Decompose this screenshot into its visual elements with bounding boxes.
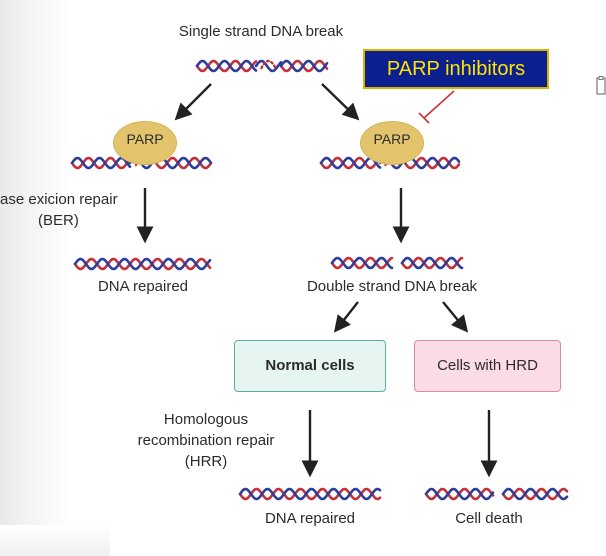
arrow-to-hrd-cells — [442, 301, 469, 333]
hrd-cells-box: Cells with HRD — [414, 340, 561, 392]
ber-label-line2: (BER) — [38, 212, 79, 229]
clipboard-icon — [596, 76, 606, 95]
hrr-label-line1: Homologous — [163, 411, 249, 428]
hrr-label-line2: recombination repair — [137, 432, 275, 449]
dna-double-strand-break — [330, 256, 464, 270]
right-dna-repaired-label: DNA repaired — [264, 510, 356, 527]
cell-death-label: Cell death — [455, 510, 523, 527]
dna-repaired-left — [73, 257, 212, 271]
dna-cell-death-break — [424, 487, 569, 501]
arrow-to-normal-cells — [333, 301, 359, 333]
arrow-to-parp-left — [174, 83, 212, 121]
ber-label-line1: ase exicion repair — [0, 191, 118, 208]
title-single-strand-break: Single strand DNA break — [178, 23, 344, 40]
parp-enzyme-left: PARP — [113, 121, 177, 165]
arrow-to-parp-right — [321, 83, 360, 121]
bottom-edge-shadow — [0, 525, 110, 556]
hrd-cells-label: Cells with HRD — [437, 357, 538, 374]
dna-single-strand-break-top — [195, 59, 329, 73]
parp-label-right: PARP — [373, 131, 411, 147]
left-dna-repaired-label: DNA repaired — [97, 278, 189, 295]
strand-nick-dots — [260, 59, 277, 70]
inhibition-connector — [418, 90, 455, 124]
parp-inhibitors-label: PARP inhibitors — [386, 58, 526, 80]
left-edge-shadow — [0, 0, 70, 556]
parp-label-left: PARP — [126, 131, 164, 147]
double-strand-break-label: Double strand DNA break — [306, 278, 478, 295]
normal-cells-label: Normal cells — [265, 357, 355, 374]
parp-inhibitors-badge: PARP inhibitors — [363, 49, 549, 89]
normal-cells-box: Normal cells — [234, 340, 386, 392]
dna-repaired-bottom — [238, 487, 382, 501]
hrr-label-line3: (HRR) — [184, 453, 228, 470]
parp-enzyme-right: PARP — [360, 121, 424, 165]
